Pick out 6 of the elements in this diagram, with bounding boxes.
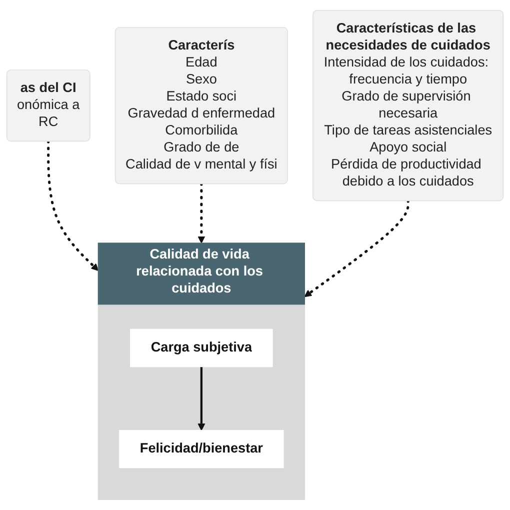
arrow bbox=[47, 140, 99, 271]
arrow bbox=[304, 199, 410, 298]
node-box: Felicidad/bienestar bbox=[119, 430, 284, 468]
arrow bbox=[198, 182, 206, 244]
node-box: Carga subjetiva bbox=[130, 328, 273, 368]
arrow bbox=[198, 366, 206, 431]
